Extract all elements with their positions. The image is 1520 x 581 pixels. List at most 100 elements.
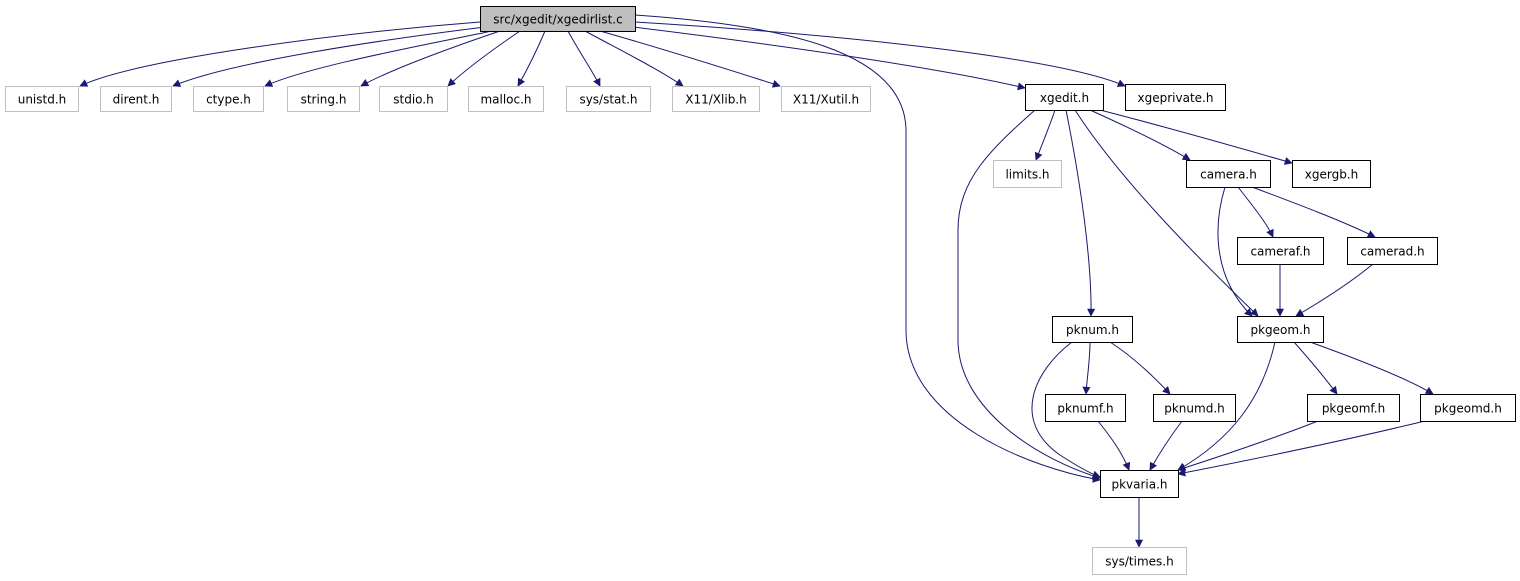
node-box-unistd bbox=[5, 86, 79, 112]
node-pknumd[interactable]: pknumd.h bbox=[1153, 394, 1236, 422]
node-unistd: unistd.h bbox=[5, 86, 79, 112]
node-label-camerad: camerad.h bbox=[1360, 245, 1424, 259]
edge-root-to-stdio bbox=[447, 30, 521, 87]
edge-pkgeom-to-pkgeomf bbox=[1293, 341, 1338, 395]
edge-root-to-xgedit bbox=[632, 26, 1026, 91]
node-camerad[interactable]: camerad.h bbox=[1347, 237, 1438, 265]
edge-root-to-string bbox=[360, 30, 501, 87]
node-root: src/xgedit/xgedirlist.c bbox=[480, 6, 636, 32]
node-string: string.h bbox=[287, 86, 360, 112]
node-box-pkgeomf bbox=[1307, 394, 1400, 422]
node-box-xlib bbox=[672, 86, 760, 112]
node-xgedit[interactable]: xgedit.h bbox=[1025, 84, 1104, 111]
edge-pknumd-to-pkvaria bbox=[1149, 420, 1183, 471]
node-label-pkgeomf: pkgeomf.h bbox=[1322, 402, 1385, 416]
node-box-camera bbox=[1186, 160, 1271, 188]
edge-xgedit-to-camera bbox=[1089, 109, 1191, 161]
node-pkgeomf[interactable]: pkgeomf.h bbox=[1307, 394, 1400, 422]
edge-pknumf-to-pkvaria bbox=[1097, 420, 1131, 471]
node-label-pkgeom: pkgeom.h bbox=[1250, 323, 1310, 337]
node-pkvaria[interactable]: pkvaria.h bbox=[1100, 470, 1179, 498]
node-label-root: src/xgedit/xgedirlist.c bbox=[493, 13, 622, 27]
node-box-ctype bbox=[193, 86, 264, 112]
node-box-xgedit bbox=[1025, 84, 1104, 111]
node-box-camerad bbox=[1347, 237, 1438, 265]
node-label-xgeprivate: xgeprivate.h bbox=[1138, 91, 1214, 105]
node-pknum[interactable]: pknum.h bbox=[1052, 316, 1133, 343]
node-systimes: sys/times.h bbox=[1092, 547, 1187, 575]
edge-xgedit-to-xgergb bbox=[1099, 109, 1293, 165]
edge-pknum-to-pkvaria bbox=[1031, 341, 1101, 479]
node-box-pkvaria bbox=[1100, 470, 1179, 498]
node-pkgeom[interactable]: pkgeom.h bbox=[1237, 316, 1324, 343]
node-xgeprivate[interactable]: xgeprivate.h bbox=[1125, 84, 1226, 111]
edge-camera-to-camerad bbox=[1251, 186, 1376, 238]
edges-layer bbox=[79, 14, 1434, 548]
edge-camera-to-pkgeom bbox=[1217, 186, 1253, 317]
node-label-xutil: X11/Xutil.h bbox=[793, 93, 859, 107]
edge-root-to-pkvaria bbox=[634, 14, 1101, 483]
node-label-pkvaria: pkvaria.h bbox=[1111, 478, 1167, 492]
edge-root-to-xlib bbox=[584, 30, 684, 87]
node-cameraf[interactable]: cameraf.h bbox=[1237, 237, 1324, 265]
node-label-xgedit: xgedit.h bbox=[1040, 91, 1089, 105]
node-label-dirent: dirent.h bbox=[113, 93, 160, 107]
node-box-dirent bbox=[100, 86, 172, 112]
node-xutil: X11/Xutil.h bbox=[781, 86, 871, 112]
node-box-cameraf bbox=[1237, 237, 1324, 265]
node-stdio: stdio.h bbox=[379, 86, 448, 112]
edge-xgedit-to-limits bbox=[1034, 109, 1056, 161]
node-box-pkgeomd bbox=[1420, 394, 1516, 422]
edge-pknum-to-pknumf bbox=[1082, 341, 1091, 395]
edge-pkgeom-to-pkgeomd bbox=[1309, 341, 1434, 395]
edge-root-to-ctype bbox=[264, 30, 493, 87]
node-xgergb[interactable]: xgergb.h bbox=[1292, 160, 1371, 188]
node-label-stdio: stdio.h bbox=[393, 93, 433, 107]
edge-root-to-sysstat bbox=[567, 30, 601, 87]
edge-camera-to-cameraf bbox=[1237, 186, 1274, 238]
node-ctype: ctype.h bbox=[193, 86, 264, 112]
node-box-sysstat bbox=[566, 86, 651, 112]
edge-root-to-unistd bbox=[79, 21, 481, 87]
node-pkgeomd[interactable]: pkgeomd.h bbox=[1420, 394, 1516, 422]
node-label-pknum: pknum.h bbox=[1066, 323, 1119, 337]
node-sysstat: sys/stat.h bbox=[566, 86, 651, 112]
edge-xgedit-to-pkvaria bbox=[957, 109, 1101, 480]
node-label-xgergb: xgergb.h bbox=[1305, 168, 1358, 182]
edge-xgedit-to-pkgeom bbox=[1074, 109, 1259, 317]
edge-root-to-xgeprivate bbox=[634, 21, 1126, 87]
node-label-string: string.h bbox=[301, 93, 347, 107]
node-pknumf[interactable]: pknumf.h bbox=[1045, 394, 1126, 422]
node-box-systimes bbox=[1092, 547, 1187, 575]
node-label-cameraf: cameraf.h bbox=[1250, 245, 1310, 259]
node-label-sysstat: sys/stat.h bbox=[579, 93, 637, 107]
node-camera[interactable]: camera.h bbox=[1186, 160, 1271, 188]
node-box-limits bbox=[993, 160, 1062, 188]
edge-root-to-xutil bbox=[599, 30, 781, 88]
node-box-xutil bbox=[781, 86, 871, 112]
edge-pkgeomd-to-pkvaria bbox=[1177, 420, 1426, 477]
nodes-layer: src/xgedit/xgedirlist.c unistd.h dirent.h c… bbox=[5, 6, 1516, 575]
edge-pknum-to-pknumd bbox=[1109, 341, 1171, 395]
node-box-xgergb bbox=[1292, 160, 1371, 188]
edge-xgedit-to-pknum bbox=[1065, 109, 1096, 317]
edge-root-to-dirent bbox=[172, 26, 486, 87]
node-label-pknumf: pknumf.h bbox=[1057, 402, 1113, 416]
node-box-pkgeom bbox=[1237, 316, 1324, 343]
node-label-systimes: sys/times.h bbox=[1105, 555, 1173, 569]
node-label-malloc: malloc.h bbox=[480, 93, 531, 107]
node-label-camera: camera.h bbox=[1200, 168, 1257, 182]
node-label-unistd: unistd.h bbox=[18, 93, 67, 107]
edge-pkgeomf-to-pkvaria bbox=[1177, 420, 1319, 472]
node-malloc: malloc.h bbox=[468, 86, 544, 112]
node-box-string bbox=[287, 86, 360, 112]
edge-camerad-to-pkgeom bbox=[1295, 263, 1374, 317]
node-dirent: dirent.h bbox=[100, 86, 172, 112]
node-label-pknumd: pknumd.h bbox=[1164, 402, 1225, 416]
node-box-xgeprivate bbox=[1125, 84, 1226, 111]
node-label-pkgeomd: pkgeomd.h bbox=[1434, 402, 1502, 416]
node-label-xlib: X11/Xlib.h bbox=[685, 93, 746, 107]
node-box-pknumd bbox=[1153, 394, 1236, 422]
node-box-pknumf bbox=[1045, 394, 1126, 422]
